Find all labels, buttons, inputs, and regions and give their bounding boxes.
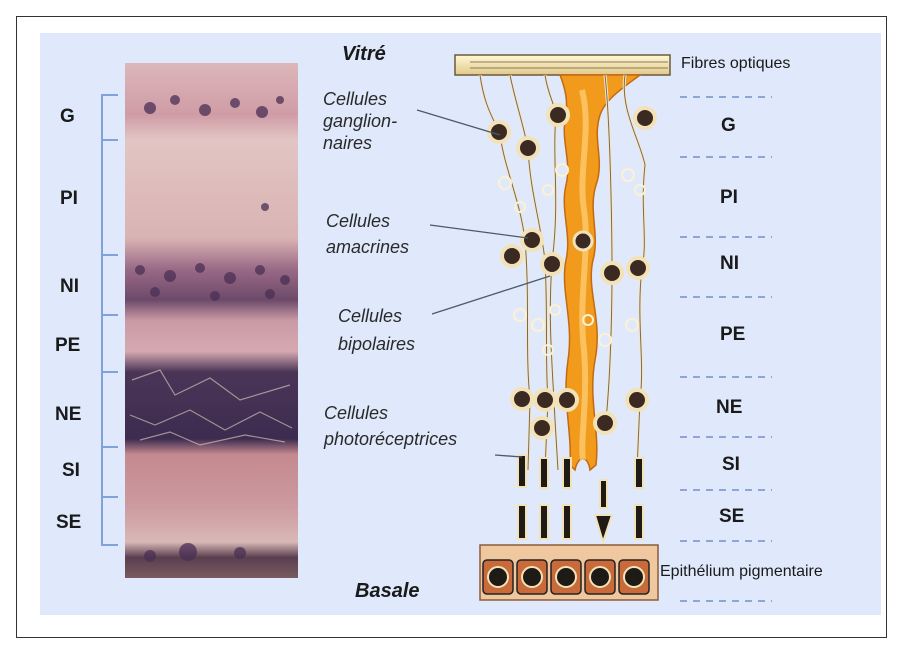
label-bipolar-cells: Cellules bipolaires <box>338 305 415 355</box>
left-layer-pi: PI <box>60 188 78 210</box>
right-layer-se: SE <box>719 506 744 528</box>
label-photoreceptor-line-2: photoréceptrices <box>324 428 457 450</box>
label-amacrine-line-2: amacrines <box>326 236 409 258</box>
pigment-epithelium-label: Epithélium pigmentaire <box>660 563 823 581</box>
label-photoreceptor-line-1: Cellules <box>324 402 457 424</box>
optic-fibres <box>455 55 670 75</box>
left-layer-si: SI <box>62 460 80 482</box>
right-layer-g: G <box>721 115 736 137</box>
label-ganglion-cells: Cellules ganglion- naires <box>323 88 397 154</box>
label-bipolar-line-2: bipolaires <box>338 333 415 355</box>
basal-label: Basale <box>355 580 420 603</box>
label-amacrine-line-1: Cellules <box>326 210 409 232</box>
photoreceptor-segments <box>518 455 643 542</box>
right-layer-pi: PI <box>720 187 738 209</box>
left-layer-se: SE <box>56 512 81 534</box>
left-layer-pe: PE <box>55 335 80 357</box>
left-layer-ni: NI <box>60 276 79 298</box>
left-layer-g: G <box>60 106 75 128</box>
label-bipolar-line-1: Cellules <box>338 305 415 327</box>
left-layer-brackets <box>102 95 118 545</box>
optic-fibres-label: Fibres optiques <box>681 55 790 73</box>
right-layer-ne: NE <box>716 397 742 419</box>
right-layer-pe: PE <box>720 324 745 346</box>
label-photoreceptor-cells: Cellules photoréceptrices <box>324 402 457 450</box>
label-ganglion-line-2: ganglion- <box>323 110 397 132</box>
left-layer-ne: NE <box>55 404 81 426</box>
right-layer-ni: NI <box>720 253 739 275</box>
right-layer-si: SI <box>722 454 740 476</box>
label-ganglion-line-3: naires <box>323 132 397 154</box>
vitreous-label: Vitré <box>342 43 386 66</box>
label-ganglion-line-1: Cellules <box>323 88 397 110</box>
label-amacrine-cells: Cellules amacrines <box>326 210 409 258</box>
histology-section <box>125 63 298 578</box>
pigment-epithelium-cells <box>480 545 658 600</box>
